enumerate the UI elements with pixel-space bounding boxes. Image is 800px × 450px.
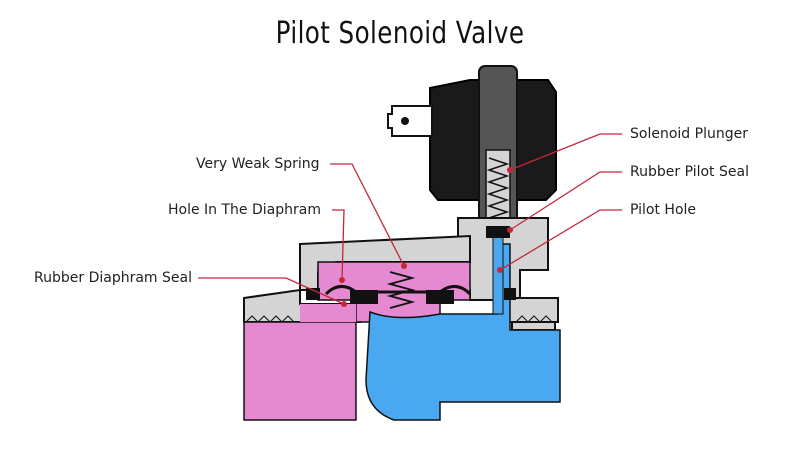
diagram-title: Pilot Solenoid Valve: [275, 16, 525, 51]
label-solenoid-plunger: Solenoid Plunger: [630, 126, 748, 142]
leader-lines: [198, 133, 622, 305]
rubber-diaphragm: [306, 226, 516, 304]
leader-dots: [339, 167, 513, 307]
solenoid-coil: [387, 79, 557, 201]
label-hole-in-diaphragm: Hole In The Diaphram: [168, 202, 321, 218]
weak-spring: [386, 271, 416, 309]
label-rubber-pilot-seal: Rubber Pilot Seal: [630, 164, 749, 180]
outlet-fluid: [365, 235, 561, 421]
solenoid-plunger: [478, 65, 518, 227]
label-pilot-hole: Pilot Hole: [630, 202, 697, 218]
label-very-weak-spring: Very Weak Spring: [196, 156, 320, 172]
label-rubber-diaphragm-seal: Rubber Diaphram Seal: [34, 270, 192, 286]
